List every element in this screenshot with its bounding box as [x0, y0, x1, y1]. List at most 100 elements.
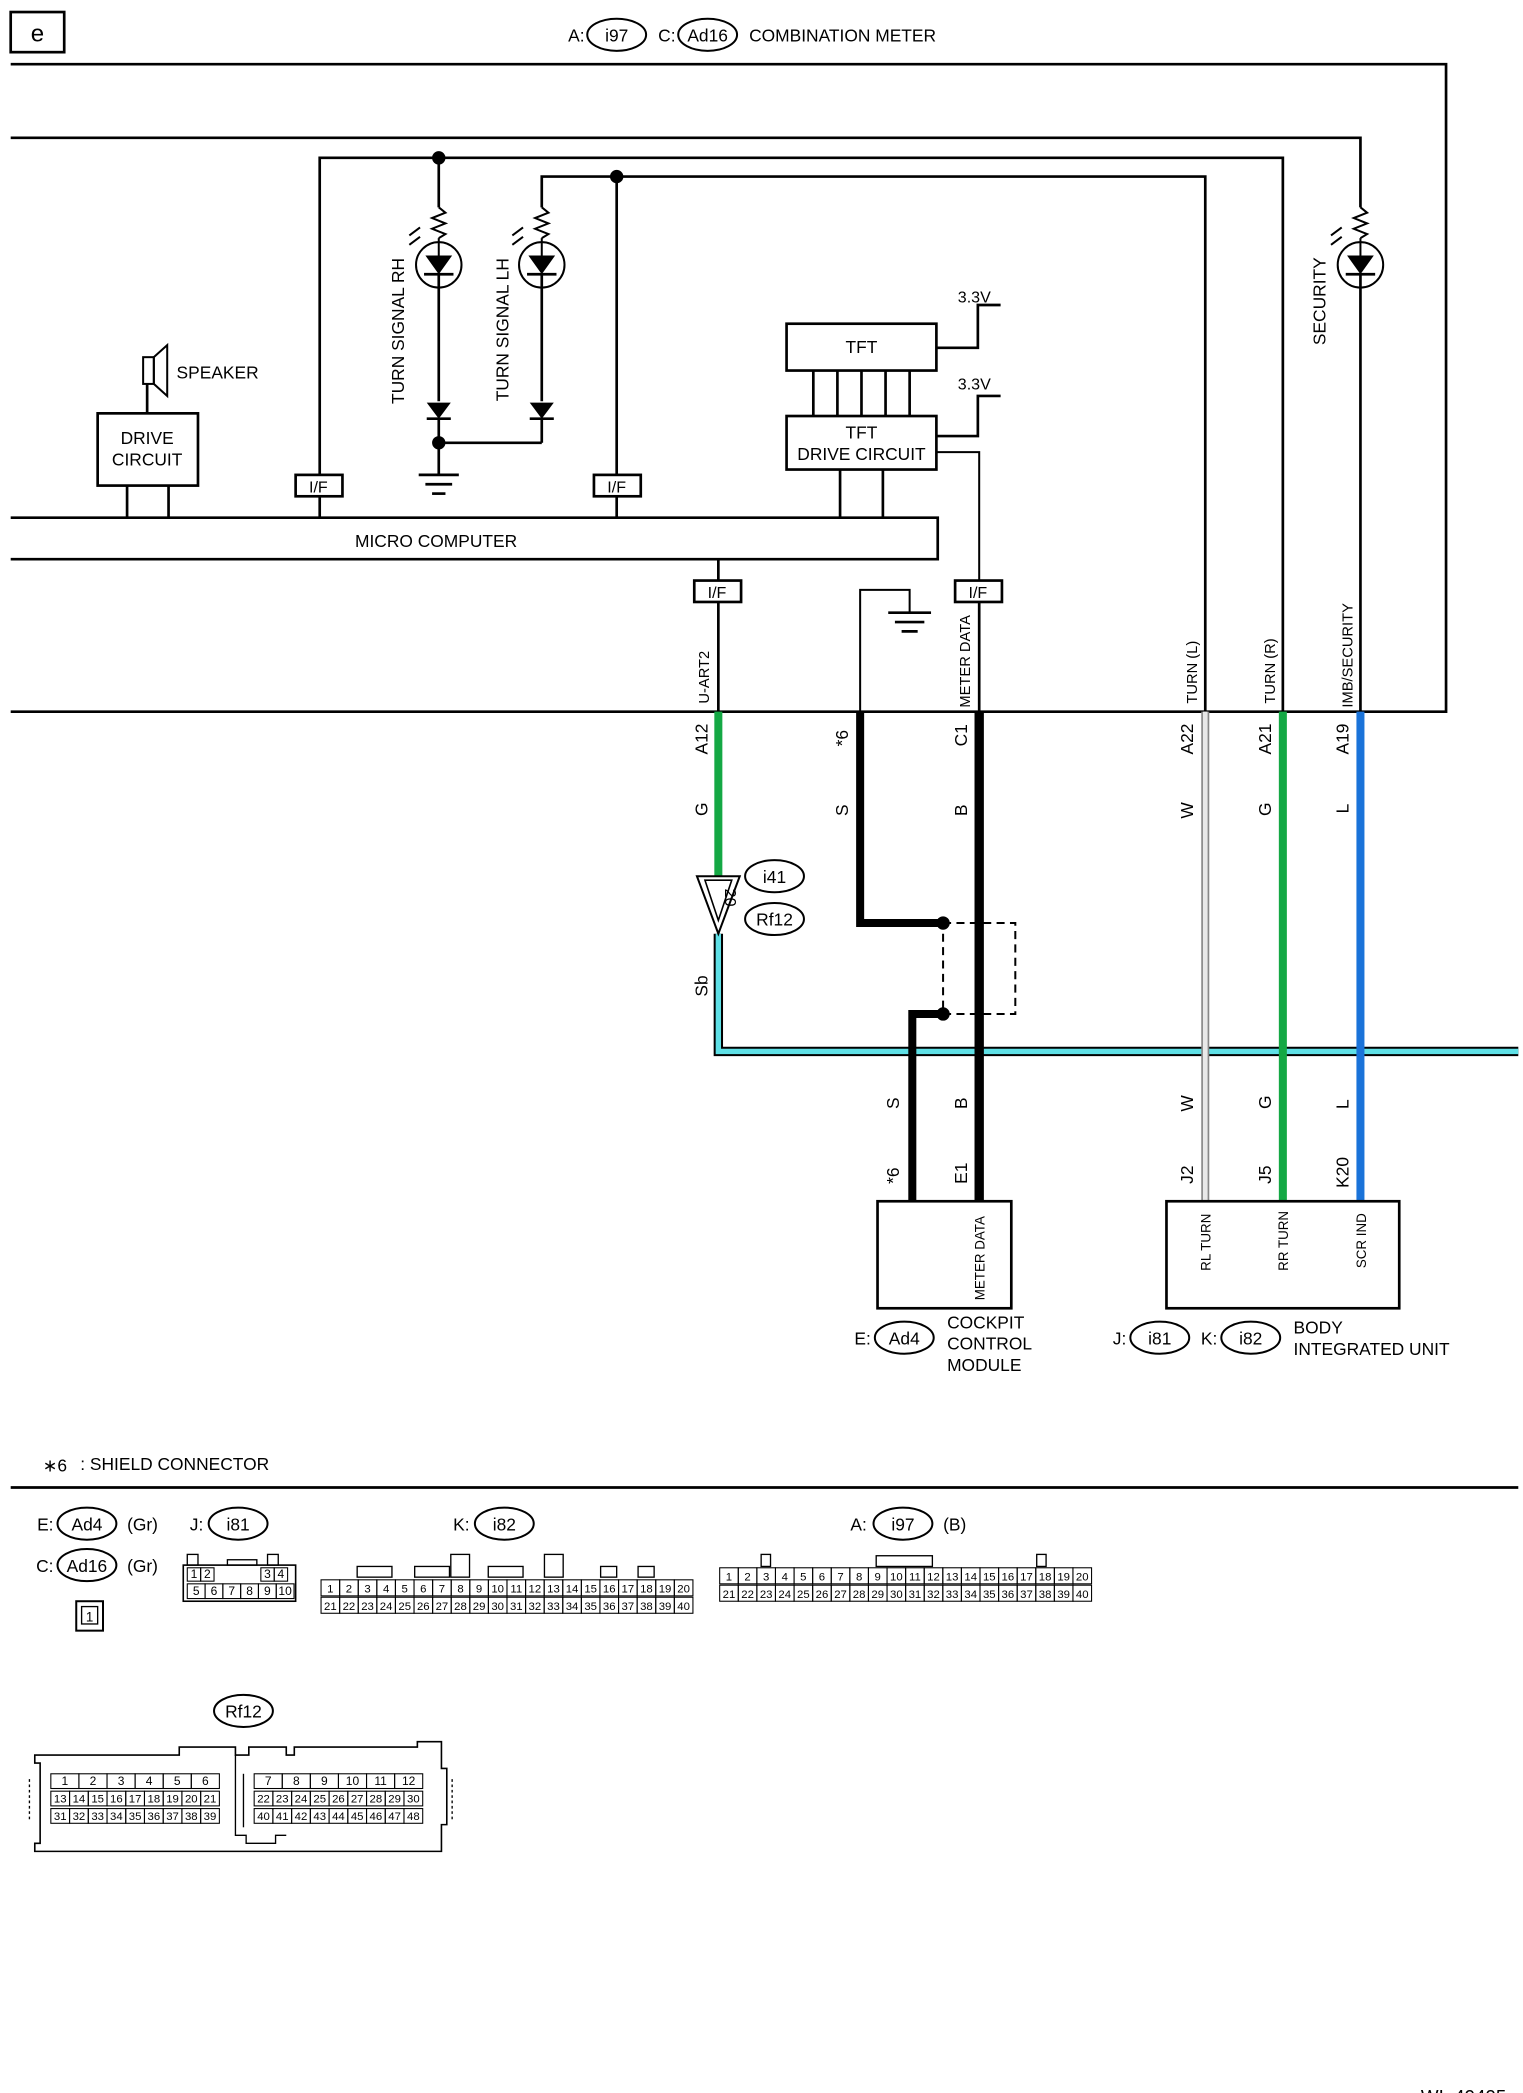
junction-dot: [432, 436, 446, 450]
joint-connector: 20 i41 Rf12: [695, 859, 805, 937]
connector-pin-number: 19: [659, 1584, 672, 1596]
connector-code-oval: [873, 1320, 935, 1355]
connector-pin-number: 19: [166, 1794, 179, 1806]
interface-label: I/F: [607, 478, 626, 496]
voltage-label: 3.3V: [958, 375, 991, 393]
connector-code-oval: [1220, 1320, 1282, 1355]
connector-code-oval: [56, 1548, 118, 1583]
conn-code: i81: [227, 1514, 250, 1534]
connector-pin-number: 6: [202, 1774, 209, 1788]
conn-code: i97: [891, 1514, 914, 1534]
connector-pin-number: 46: [370, 1811, 383, 1823]
connector-pin-number: 16: [603, 1584, 616, 1596]
cockpit-name-2: CONTROL: [947, 1334, 1032, 1354]
pin-label: *6: [883, 1167, 903, 1183]
connector-pin-number: 32: [73, 1811, 86, 1823]
connector-pin-number: 8: [293, 1774, 300, 1788]
connector-pin-number: 13: [54, 1794, 67, 1806]
connector-pin-number: 17: [622, 1584, 635, 1596]
connector-pin-number: 41: [276, 1811, 289, 1823]
connector-pin-number: 25: [797, 1589, 810, 1601]
color-code-label: W: [1177, 1095, 1197, 1112]
body-conn-j-prefix: J:: [1113, 1328, 1127, 1348]
connector-pin-number: 32: [927, 1589, 940, 1601]
connector-pin-cell: [200, 1808, 220, 1824]
tft-drive-circuit-box: [785, 414, 938, 471]
drive-circuit-box: [96, 412, 200, 487]
title-block: A: i97 C: Ad16 COMBINATION METER: [568, 17, 936, 52]
connector-pin-number: 6: [420, 1584, 426, 1596]
color-code-label: L: [1332, 1099, 1352, 1109]
pin-label: A19: [1332, 724, 1352, 755]
speaker-label: SPEAKER: [177, 363, 259, 383]
interface-label: I/F: [968, 584, 987, 602]
connector-pin-number: 15: [983, 1571, 996, 1583]
connector-pin-number: 33: [946, 1589, 959, 1601]
pin-label: J2: [1177, 1166, 1197, 1184]
pin-label: K20: [1332, 1157, 1352, 1188]
bus-wire-turn-l: [540, 175, 1207, 712]
pin-label: A22: [1177, 724, 1197, 755]
connector-pin-number: 16: [110, 1794, 123, 1806]
connector-pin-number: 24: [778, 1589, 791, 1601]
resistor-icon: [1351, 206, 1370, 239]
conn-pin: 1: [86, 1609, 93, 1624]
connector-pin-number: 38: [185, 1811, 198, 1823]
connector-pin-number: 4: [782, 1571, 788, 1583]
interface-label: I/F: [309, 478, 328, 496]
color-code-label: G: [1255, 802, 1275, 816]
light-ray-icon: [1330, 226, 1343, 246]
turn-signal-lh-label: TURN SIGNAL LH: [492, 258, 512, 401]
cockpit-pin-label: METER DATA: [973, 1216, 988, 1300]
signal-label-uart2: U-ART2: [697, 651, 713, 704]
light-ray-icon: [408, 226, 421, 246]
led-diode-icon: [528, 255, 556, 275]
signal-label-meter-data: METER DATA: [958, 615, 974, 708]
connector-pin-number: 35: [983, 1589, 996, 1601]
connector-pin-number: 4: [383, 1584, 389, 1596]
connector-code-oval: [744, 901, 805, 937]
connector-pin-number: 44: [332, 1811, 345, 1823]
connector-pin-number: 27: [351, 1794, 364, 1806]
connector-housing-icon: [75, 1600, 105, 1632]
wire-sb-outline: [713, 933, 1519, 1057]
color-code-label: G: [692, 802, 712, 816]
body-pin-label-3: SCR IND: [1354, 1213, 1369, 1268]
connector-pin-number: 23: [760, 1589, 773, 1601]
connector-pin-number: 3: [364, 1584, 370, 1596]
cockpit-module-box: [876, 1199, 1013, 1310]
bus-wire-turn-r: [318, 156, 1285, 712]
connector-pin-number: 3: [118, 1774, 125, 1788]
connector-pin-number: 40: [677, 1601, 690, 1613]
connector-pin-number: 36: [603, 1601, 616, 1613]
joint-code-1: i41: [763, 867, 786, 887]
connector-pin-number: 21: [723, 1589, 736, 1601]
joint-pin-label: 20: [721, 889, 739, 907]
connector-pin-number: 37: [166, 1811, 179, 1823]
resistor-icon: [532, 206, 552, 239]
connector-pin-number: 7: [439, 1584, 445, 1596]
led-diode-icon: [1347, 255, 1374, 275]
body-pin-label-1: RL TURN: [1199, 1214, 1214, 1271]
connector-pin-number: 1: [191, 1567, 198, 1581]
conn-prefix: J:: [190, 1514, 204, 1534]
security-indicator: SECURITY: [1310, 206, 1385, 712]
body-name-1: BODY: [1294, 1318, 1344, 1338]
conn-color: (B): [943, 1514, 966, 1534]
drive-circuit-label-2: CIRCUIT: [112, 450, 183, 470]
connector-pin-number: 40: [257, 1811, 270, 1823]
connector-pin-number: 15: [91, 1794, 104, 1806]
conn-prefix: C:: [36, 1556, 53, 1576]
connector-pin-number: 5: [402, 1584, 408, 1596]
legend-star: ∗6: [43, 1455, 67, 1475]
color-code-label: L: [1332, 803, 1352, 813]
connector-code-oval: [56, 1506, 118, 1541]
connector-pin-number: 24: [380, 1601, 393, 1613]
connector-pin-number: 7: [228, 1584, 235, 1598]
connector-pin-number: 2: [346, 1584, 352, 1596]
connector-pin-number: 38: [1039, 1589, 1052, 1601]
connector-pin-cell: [403, 1790, 424, 1807]
connector-pin-number: 22: [257, 1794, 270, 1806]
led-diode-icon: [425, 255, 453, 275]
